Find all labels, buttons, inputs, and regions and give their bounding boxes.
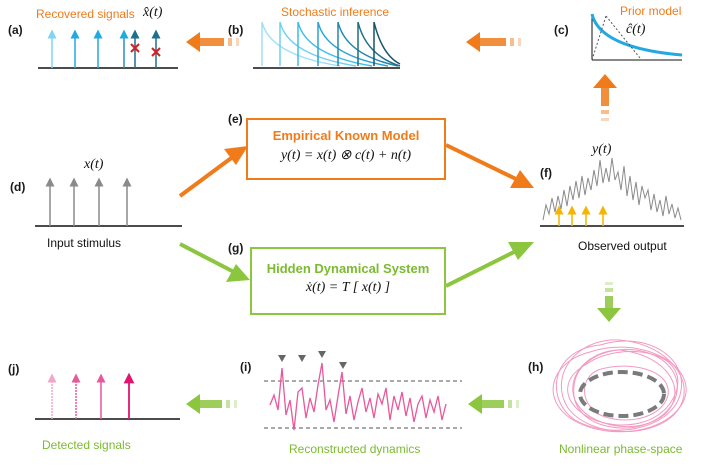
panel-d-symbol: x(t) <box>84 157 104 172</box>
panel-j-letter: (j) <box>8 362 20 376</box>
panel-a-symbol: x̂(t) <box>143 5 163 20</box>
panel-f-letter: (f) <box>540 166 552 180</box>
panel-h-letter: (h) <box>528 360 544 374</box>
arrow-g-to-f <box>445 242 534 288</box>
arrow-d-to-g <box>179 242 250 282</box>
panel-j-caption: Detected signals <box>42 438 131 452</box>
panel-f-observed-trace <box>540 157 684 227</box>
arrow-f-to-c <box>593 74 617 121</box>
arrow-f-to-h <box>597 282 621 322</box>
panel-h-caption: Nonlinear phase-space <box>559 442 683 456</box>
panel-b-title: Stochastic inference <box>281 5 390 19</box>
panel-f-symbol: y(t) <box>592 142 612 157</box>
arrow-b-to-a <box>186 32 239 52</box>
panel-i-caption: Reconstructed dynamics <box>289 442 421 456</box>
panel-d-letter: (d) <box>10 180 26 194</box>
arrow-e-to-f <box>445 143 534 188</box>
panel-b-decay-curves <box>253 21 401 69</box>
panel-c-symbol: ĉ(t) <box>626 22 646 37</box>
panel-c-prior-curve <box>590 13 683 61</box>
panel-a-recovered-signals <box>38 29 178 69</box>
panel-f-caption: Observed output <box>578 239 667 253</box>
panel-c-letter: (c) <box>554 23 569 37</box>
panel-i-reconstructed-trace <box>264 351 462 431</box>
arrow-c-to-b <box>466 32 521 52</box>
panel-c-title: Prior model <box>620 4 682 18</box>
hidden-dynamical-system-title: Hidden Dynamical System <box>266 261 430 276</box>
empirical-model-box: Empirical Known Model y(t) = x(t) ⊗ c(t)… <box>246 118 446 180</box>
panel-h-phase-space <box>552 339 687 433</box>
arrow-i-to-j <box>186 394 237 414</box>
arrow-d-to-e <box>178 146 248 198</box>
panel-i-letter: (i) <box>240 360 252 374</box>
panel-g-letter: (g) <box>228 241 244 255</box>
panel-a-title: Recovered signals <box>36 7 135 21</box>
empirical-model-title: Empirical Known Model <box>272 128 420 143</box>
panel-d-input-stimulus <box>35 177 182 227</box>
empirical-model-equation: y(t) = x(t) ⊗ c(t) + n(t) <box>280 148 412 163</box>
arrow-h-to-i <box>468 394 519 414</box>
hidden-dynamical-system-box: Hidden Dynamical System ẋ(t) = T [ x(t) … <box>250 247 446 315</box>
panel-j-detected-signals <box>35 372 180 420</box>
panel-d-caption: Input stimulus <box>47 236 122 250</box>
panel-b-letter: (b) <box>228 23 244 37</box>
panel-a-letter: (a) <box>8 23 23 37</box>
panel-e-letter: (e) <box>228 112 243 126</box>
hidden-dynamical-system-equation: ẋ(t) = T [ x(t) ] <box>305 280 391 295</box>
